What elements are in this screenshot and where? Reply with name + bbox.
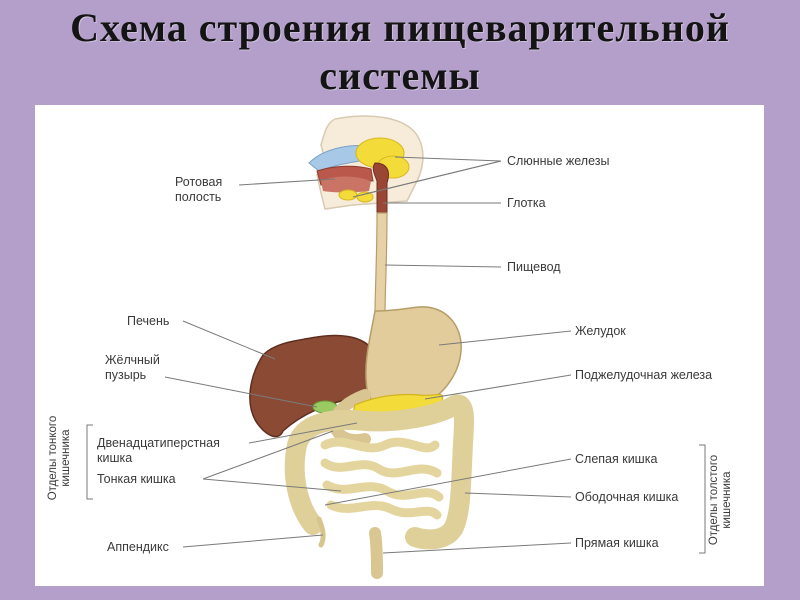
label-salivary-glands: Слюнные железы — [507, 154, 610, 168]
label-small-intestine-sections: Отделы тонкого кишечника — [47, 408, 77, 508]
title-line-1: Схема строения пищеварительной — [70, 5, 730, 50]
label-oral-cavity-line-2: полость — [175, 190, 222, 204]
label-liver: Печень — [127, 314, 170, 328]
label-cecum: Слепая кишка — [575, 452, 658, 466]
label-gallbladder-line-1: Жёлчный — [105, 353, 160, 367]
stomach — [365, 306, 462, 413]
leader-lines — [86, 156, 706, 554]
slide-title: Схема строения пищеварительной системы — [0, 4, 800, 100]
label-large-intestine-sections-line-1: Отделы толстого — [708, 454, 720, 546]
tongue — [321, 176, 371, 193]
esophagus — [374, 212, 388, 314]
label-duodenum-line-2: кишка — [97, 451, 133, 465]
label-oral-cavity: Ротовая полость — [175, 175, 222, 205]
label-appendix: Аппендикс — [107, 540, 169, 554]
diagram-panel: Ротовая полость Слюнные железы Глотка Пи… — [35, 105, 764, 586]
label-esophagus: Пищевод — [507, 260, 561, 274]
label-colon: Ободочная кишка — [575, 490, 679, 504]
label-small-intestine-sections-line-1: Отделы тонкого — [47, 415, 59, 501]
label-stomach: Желудок — [575, 324, 626, 338]
label-pharynx: Глотка — [507, 196, 546, 210]
label-duodenum-line-1: Двенадцатиперстная — [97, 436, 220, 450]
label-pancreas: Поджелудочная железа — [575, 368, 713, 382]
label-rectum: Прямая кишка — [575, 536, 659, 550]
label-small-intestine-sections-line-2: кишечника — [60, 429, 72, 487]
label-duodenum: Двенадцатиперстная кишка — [97, 436, 220, 466]
appendix — [316, 516, 326, 548]
label-oral-cavity-line-1: Ротовая — [175, 175, 223, 189]
large-intestine — [284, 394, 474, 550]
title-line-2: системы — [319, 53, 481, 98]
label-gallbladder: Жёлчный пузырь — [105, 353, 160, 383]
rectum — [369, 527, 383, 579]
label-large-intestine-sections: Отделы толстого кишечника — [708, 450, 738, 550]
label-gallbladder-line-2: пузырь — [105, 368, 147, 382]
digestive-system-illustration — [86, 115, 706, 579]
small-intestine — [320, 437, 444, 520]
label-large-intestine-sections-line-2: кишечника — [721, 471, 733, 529]
label-small-intestine: Тонкая кишка — [97, 472, 176, 486]
